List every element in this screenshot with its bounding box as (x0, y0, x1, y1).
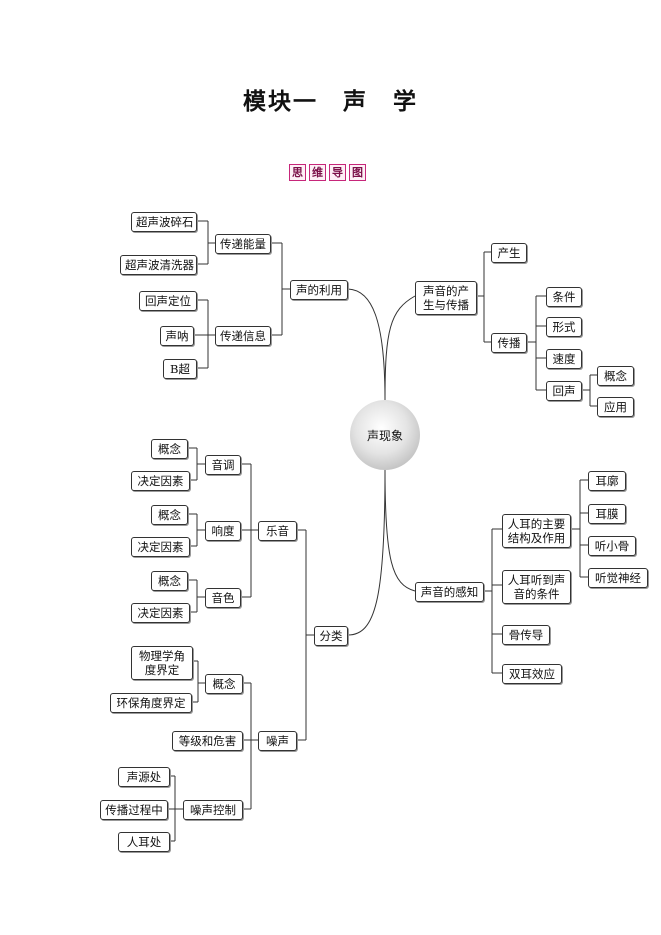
node-b-ultrasound: B超 (163, 359, 197, 379)
mind-map-badge: 思 维 导 图 (289, 164, 366, 181)
node-binaural-effect: 双耳效应 (502, 664, 562, 684)
node-ear-structure: 人耳的主要结构及作用 (502, 514, 571, 548)
node-timbre: 音色 (205, 588, 241, 608)
node-musical-tone: 乐音 (258, 521, 297, 541)
node-pitch: 音调 (205, 455, 241, 475)
node-condition: 条件 (546, 287, 582, 307)
node-ossicles: 听小骨 (588, 536, 636, 556)
node-classification: 分类 (314, 626, 348, 646)
node-echo-concept: 概念 (597, 366, 634, 386)
node-echolocation: 回声定位 (139, 291, 197, 311)
badge-char: 图 (349, 164, 366, 181)
node-noise: 噪声 (258, 731, 297, 751)
connector (571, 479, 588, 578)
node-loudness-factor: 决定因素 (131, 537, 190, 557)
node-noise-control: 噪声控制 (183, 800, 243, 820)
connector (168, 775, 183, 842)
connector (347, 469, 386, 636)
node-auricle: 耳廓 (588, 471, 626, 491)
connector (384, 295, 416, 401)
connector (197, 220, 215, 265)
node-timbre-concept: 概念 (151, 571, 188, 591)
connector (527, 295, 546, 391)
node-production-propagation: 声音的产生与传播 (415, 281, 477, 315)
node-timbre-factor: 决定因素 (131, 603, 190, 623)
node-auditory-nerve: 听觉神经 (588, 568, 648, 588)
connector (243, 682, 258, 810)
node-loudness-concept: 概念 (151, 505, 188, 525)
node-during-propagation: 传播过程中 (100, 800, 168, 820)
node-perception: 声音的感知 (415, 582, 484, 602)
node-sound-use: 声的利用 (290, 280, 348, 300)
node-sonar: 声呐 (160, 326, 194, 346)
node-environmental-definition: 环保角度界定 (110, 693, 192, 713)
node-loudness: 响度 (205, 521, 241, 541)
connector (241, 463, 258, 598)
node-production: 产生 (491, 243, 527, 263)
connector (297, 529, 314, 741)
connector (188, 447, 205, 481)
node-bone-conduction: 骨传导 (502, 625, 550, 645)
node-at-ear: 人耳处 (118, 832, 170, 852)
node-form: 形式 (546, 317, 582, 337)
connector (582, 374, 597, 407)
connector (271, 242, 290, 336)
node-pitch-concept: 概念 (151, 439, 188, 459)
connector (384, 469, 416, 592)
node-transfer-info: 传递信息 (215, 326, 271, 346)
node-eardrum: 耳膜 (588, 504, 626, 524)
node-at-source: 声源处 (118, 767, 170, 787)
node-level-harm: 等级和危害 (172, 731, 243, 751)
connector (477, 251, 491, 343)
page-title: 模块一 声 学 (243, 88, 418, 115)
node-propagation: 传播 (491, 333, 527, 353)
node-echo: 回声 (546, 381, 582, 401)
connector (188, 579, 205, 613)
node-lithotripsy: 超声波碎石 (131, 212, 197, 232)
node-echo-application: 应用 (597, 397, 634, 417)
node-hearing-conditions: 人耳听到声音的条件 (502, 570, 571, 604)
node-speed: 速度 (546, 349, 582, 369)
badge-char: 导 (329, 164, 346, 181)
connector (347, 288, 386, 401)
node-transfer-energy: 传递能量 (215, 234, 271, 254)
connector (188, 513, 205, 547)
node-noise-concept: 概念 (205, 674, 243, 694)
node-ultrasonic-cleaner: 超声波清洗器 (120, 255, 197, 275)
badge-char: 思 (289, 164, 306, 181)
node-pitch-factor: 决定因素 (131, 471, 190, 491)
center-node: 声现象 (350, 400, 420, 470)
node-physics-definition: 物理学角度界定 (131, 646, 193, 680)
connector (192, 660, 205, 703)
badge-char: 维 (309, 164, 326, 181)
connector (484, 528, 502, 674)
connector (194, 299, 215, 369)
